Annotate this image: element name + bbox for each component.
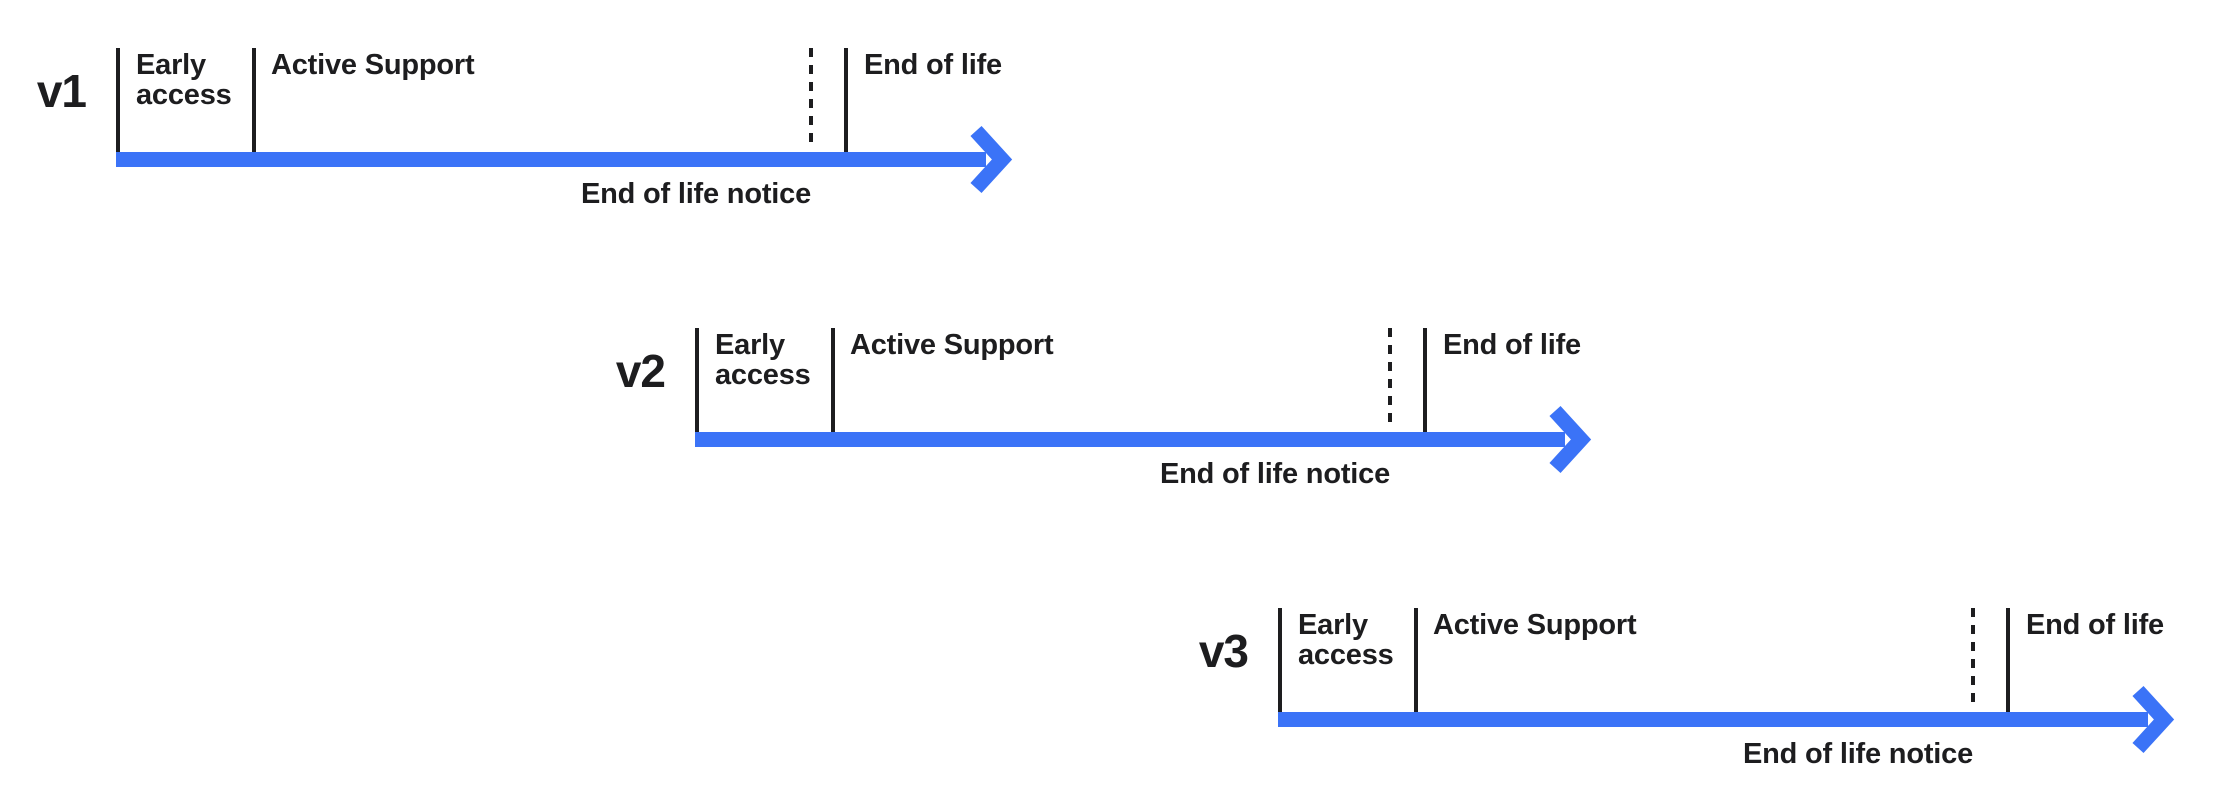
arrowhead-chevron-icon [970, 125, 1013, 194]
active-support-start-tick [831, 328, 835, 432]
active-support-label: Active Support [850, 329, 1054, 361]
active-support-label: Active Support [1433, 609, 1637, 641]
early-access-start-tick [695, 328, 699, 432]
arrowhead-chevron-icon [2132, 685, 2175, 754]
early-access-start-tick [116, 48, 120, 152]
timeline-arrow [695, 405, 1592, 474]
early-access-label: Early access [1298, 609, 1394, 671]
end-of-life-label: End of life [2026, 609, 2164, 641]
arrowhead-chevron-icon [1549, 405, 1592, 474]
end-of-life-notice-label: End of life notice [1742, 738, 1973, 770]
timeline-row-v3: v3 Early access Active Support End of li… [1199, 608, 2210, 778]
version-label: v1 [36, 65, 87, 117]
active-support-start-tick [252, 48, 256, 152]
timeline-arrow [1278, 685, 2175, 754]
end-of-life-label: End of life [864, 49, 1002, 81]
active-support-label: Active Support [271, 49, 475, 81]
end-of-life-notice-label: End of life notice [580, 178, 811, 210]
eol-notice-dashed-line [1388, 328, 1392, 428]
timeline-row-v2: v2 Early access Active Support End of li… [616, 328, 1627, 498]
version-label: v2 [615, 345, 666, 397]
end-of-life-notice-label: End of life notice [1159, 458, 1390, 490]
early-access-start-tick [1278, 608, 1282, 712]
early-access-label: Early access [136, 49, 232, 111]
version-label: v3 [1198, 625, 1249, 677]
end-of-life-tick [1423, 328, 1427, 433]
early-access-label: Early access [715, 329, 811, 391]
end-of-life-tick [2006, 608, 2010, 713]
end-of-life-label: End of life [1443, 329, 1581, 361]
end-of-life-tick [844, 48, 848, 153]
eol-notice-dashed-line [809, 48, 813, 148]
active-support-start-tick [1414, 608, 1418, 712]
timeline-row-v1: v1 Early access Active Support End of li… [37, 48, 1048, 218]
eol-notice-dashed-line [1971, 608, 1975, 708]
timeline-arrow [116, 125, 1013, 194]
